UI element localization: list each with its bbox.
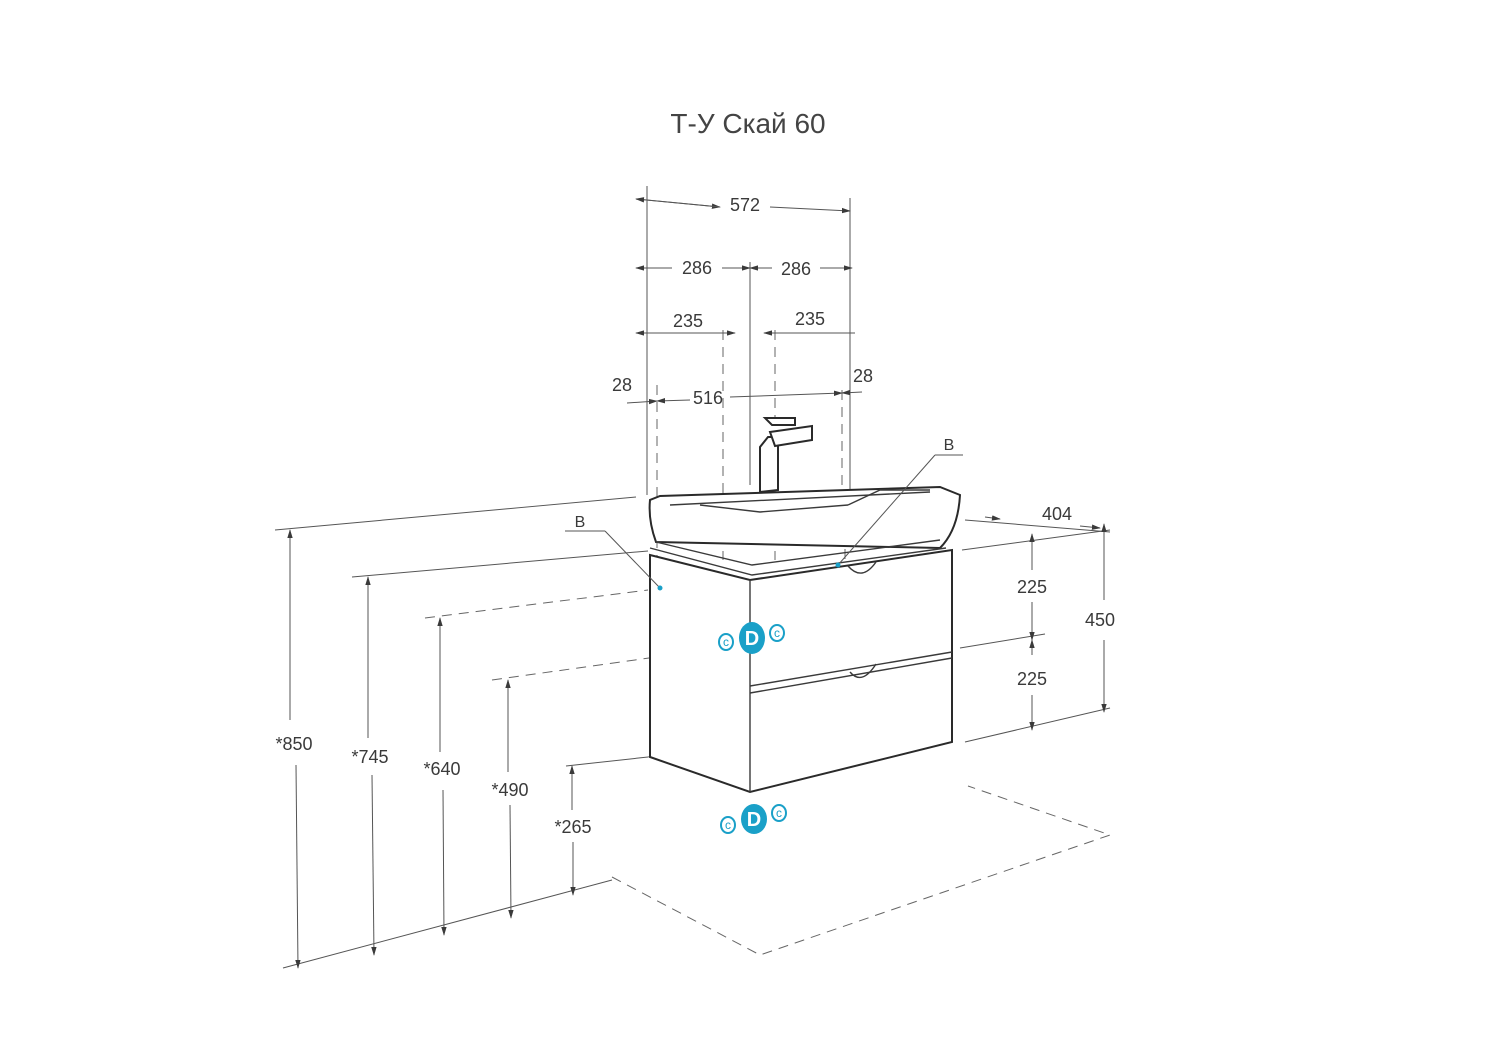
connection-markers-lower: c D c: [720, 804, 787, 834]
dim-235-right-label: 235: [795, 309, 825, 329]
wall-drain-marker: [741, 804, 767, 834]
dim-640-label: *640: [423, 759, 460, 779]
dim-286-left-label: 286: [682, 258, 712, 278]
wall-inlet-cold-marker: [720, 816, 736, 834]
dim-225-bottom-label: 225: [1017, 669, 1047, 689]
height-640-dimension: *640: [423, 617, 461, 936]
floor-outline: [611, 785, 1112, 956]
marker-d: D: [745, 628, 759, 650]
height-850-dimension: *850: [275, 529, 313, 969]
height-490-dimension: *490: [491, 679, 529, 919]
dim-516-label: 516: [693, 388, 723, 408]
dim-450-label: 450: [1085, 610, 1115, 630]
dim-28-right-label: 28: [853, 366, 873, 386]
dim-572-label: 572: [730, 195, 760, 215]
label-b-left: B: [565, 514, 663, 591]
dim-745-label: *745: [351, 747, 388, 767]
water-inlet-hot-marker: [769, 624, 785, 642]
marker-c-left-lower: c: [725, 818, 731, 832]
connection-markers-upper: c D c: [718, 622, 785, 654]
dim-28-left-label: 28: [612, 375, 632, 395]
height-265-dimension: *265: [554, 765, 592, 896]
dim-286-pair: 286 286: [635, 258, 853, 279]
dim-286-right-label: 286: [781, 259, 811, 279]
drawing-title: Т-У Скай 60: [670, 108, 825, 139]
water-inlet-cold-marker: [718, 633, 734, 651]
height-450-dimension: 450: [961, 523, 1115, 743]
dim-235-left-label: 235: [673, 311, 703, 331]
dim-235-pair: 235 235: [635, 309, 855, 336]
dim-225-top-label: 225: [1017, 577, 1047, 597]
marker-d-lower: D: [747, 809, 761, 831]
dim-404-label: 404: [1042, 504, 1072, 524]
height-745-dimension: *745: [351, 576, 389, 956]
label-b-right: B: [835, 437, 963, 568]
drawer-225-dimensions: 225 225: [959, 533, 1047, 731]
marker-c-right: c: [774, 626, 780, 640]
dim-572: 572: [635, 195, 851, 215]
marker-c-right-lower: c: [776, 806, 782, 820]
depth-dimension: 404: [964, 504, 1111, 533]
label-b-left-text: B: [575, 514, 586, 531]
drain-marker: [739, 622, 765, 654]
washbasin: [648, 485, 962, 576]
faucet: [759, 417, 813, 494]
vanity-cabinet: [649, 548, 953, 794]
dim-490-label: *490: [491, 780, 528, 800]
marker-c-left: c: [723, 635, 729, 649]
dim-265-label: *265: [554, 817, 591, 837]
label-b-right-text: B: [944, 437, 955, 454]
dim-850-label: *850: [275, 734, 312, 754]
dim-516-row: 28 516 28: [612, 366, 873, 408]
wall-inlet-hot-marker: [771, 804, 787, 822]
